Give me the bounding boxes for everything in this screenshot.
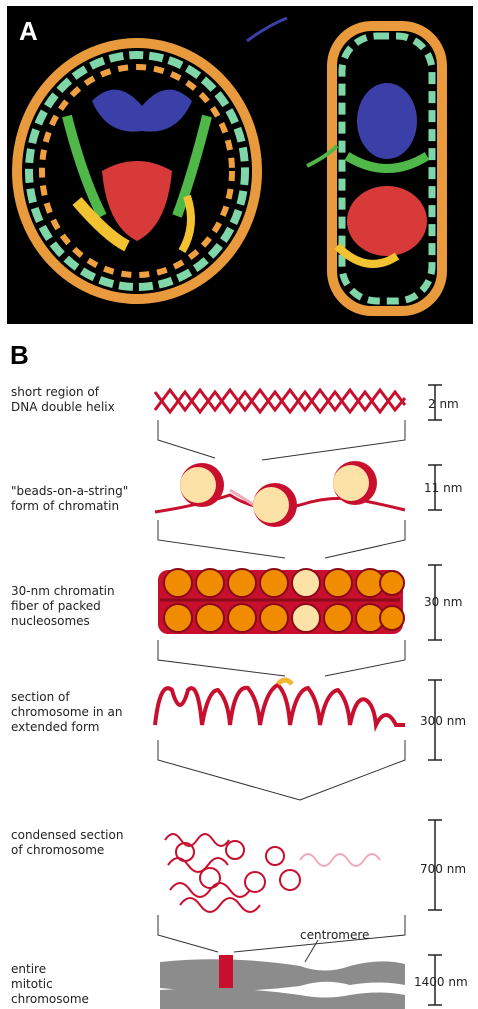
dna-double-helix bbox=[155, 390, 405, 412]
size-label-beads: 11 nm bbox=[424, 481, 462, 495]
zoom-connector-lines bbox=[158, 640, 405, 676]
30nm-chromatin-fiber bbox=[158, 569, 404, 634]
condensed-chromosome-section bbox=[165, 834, 380, 912]
scale-bars bbox=[428, 385, 442, 1005]
mitotic-chromosome bbox=[160, 940, 405, 1009]
beads-on-a-string bbox=[155, 461, 405, 527]
size-label-condensed: 700 nm bbox=[420, 862, 466, 876]
zoom-connector-lines bbox=[158, 420, 405, 460]
centromere-label: centromere bbox=[300, 928, 369, 942]
size-label-30nm-fiber: 30 nm bbox=[424, 595, 462, 609]
size-label-extended: 300 nm bbox=[420, 714, 466, 728]
size-label-mitotic: 1400 nm bbox=[414, 975, 468, 989]
size-label-dna: 2 nm bbox=[428, 397, 459, 411]
zoom-connector-lines bbox=[158, 740, 405, 800]
extended-chromosome-loops bbox=[155, 680, 405, 725]
